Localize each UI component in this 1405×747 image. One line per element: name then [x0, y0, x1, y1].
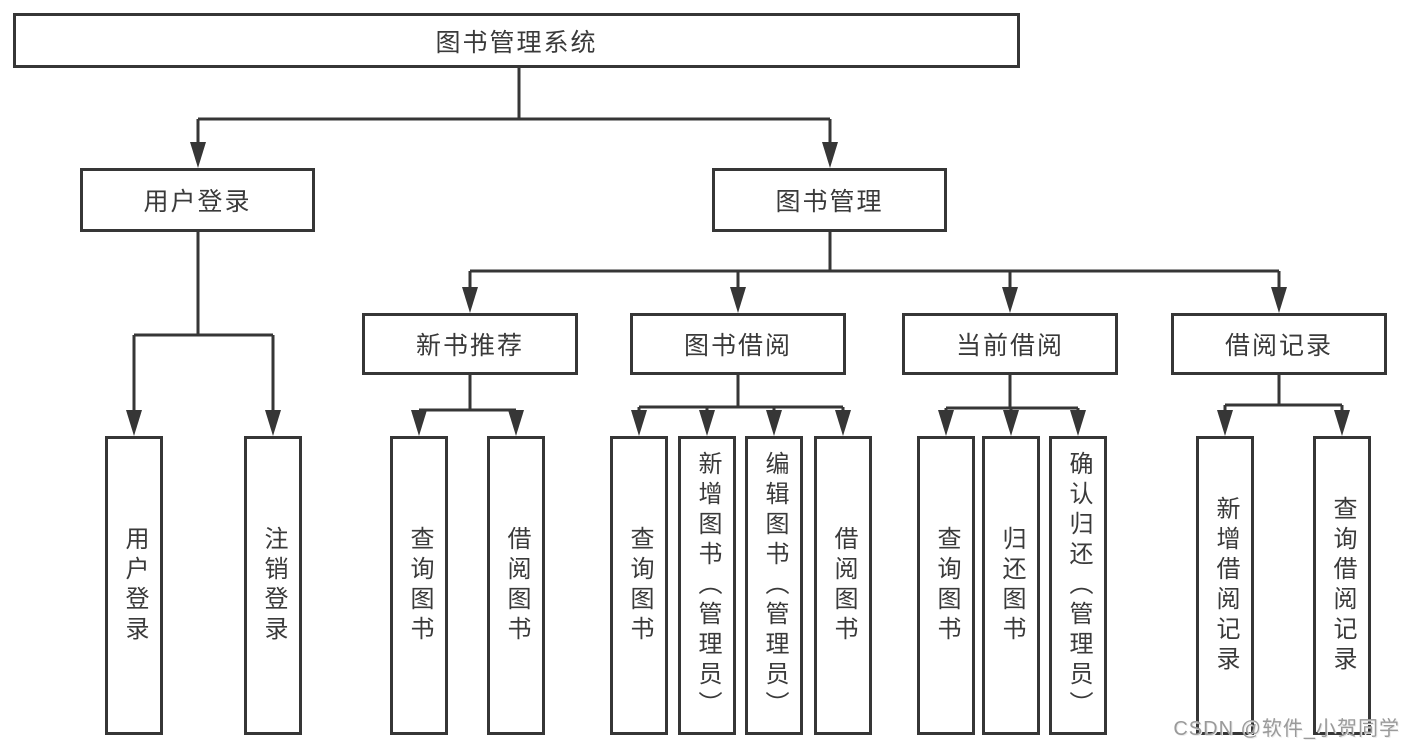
node-book-management: 图书管理 [712, 168, 947, 232]
node-leaf-query-books-1: 查询图书 [390, 436, 448, 735]
node-leaf-add-borrow-record: 新增借阅记录 [1196, 436, 1254, 735]
leaf-label: 借阅图书 [503, 525, 530, 646]
node-leaf-borrow-books-1: 借阅图书 [487, 436, 545, 735]
leaf-label: 查询图书 [406, 525, 433, 646]
leaf-label: 确认归还（管理员） [1065, 450, 1092, 721]
leaf-label: 归还图书 [998, 525, 1025, 646]
arrowheads [126, 142, 1350, 436]
watermark: CSDN @软件_小贺同学 [1173, 718, 1400, 740]
node-leaf-confirm-return-admin: 确认归还（管理员） [1049, 436, 1107, 735]
node-new-book-recommend: 新书推荐 [362, 313, 578, 375]
leaf-label: 新增借阅记录 [1212, 495, 1239, 676]
node-leaf-edit-book-admin: 编辑图书（管理员） [745, 436, 803, 735]
node-root: 图书管理系统 [13, 13, 1020, 68]
leaf-label: 查询借阅记录 [1329, 495, 1356, 676]
node-leaf-query-books-3: 查询图书 [917, 436, 975, 735]
node-leaf-add-book-admin: 新增图书（管理员） [678, 436, 736, 735]
node-current-borrow: 当前借阅 [902, 313, 1118, 375]
node-leaf-query-borrow-record: 查询借阅记录 [1313, 436, 1371, 735]
node-leaf-query-books-2: 查询图书 [610, 436, 668, 735]
leaf-label: 查询图书 [626, 525, 653, 646]
node-user-login: 用户登录 [80, 168, 315, 232]
node-leaf-return-book: 归还图书 [982, 436, 1040, 735]
leaf-label: 查询图书 [933, 525, 960, 646]
node-leaf-logout: 注销登录 [244, 436, 302, 735]
node-leaf-user-login: 用户登录 [105, 436, 163, 735]
leaf-label: 用户登录 [121, 525, 148, 646]
node-borrow-records: 借阅记录 [1171, 313, 1387, 375]
leaf-label: 新增图书（管理员） [694, 450, 721, 721]
node-book-borrow: 图书借阅 [630, 313, 846, 375]
leaf-label: 注销登录 [260, 525, 287, 646]
leaf-label: 借阅图书 [830, 525, 857, 646]
leaf-label: 编辑图书（管理员） [761, 450, 788, 721]
node-leaf-borrow-books-2: 借阅图书 [814, 436, 872, 735]
